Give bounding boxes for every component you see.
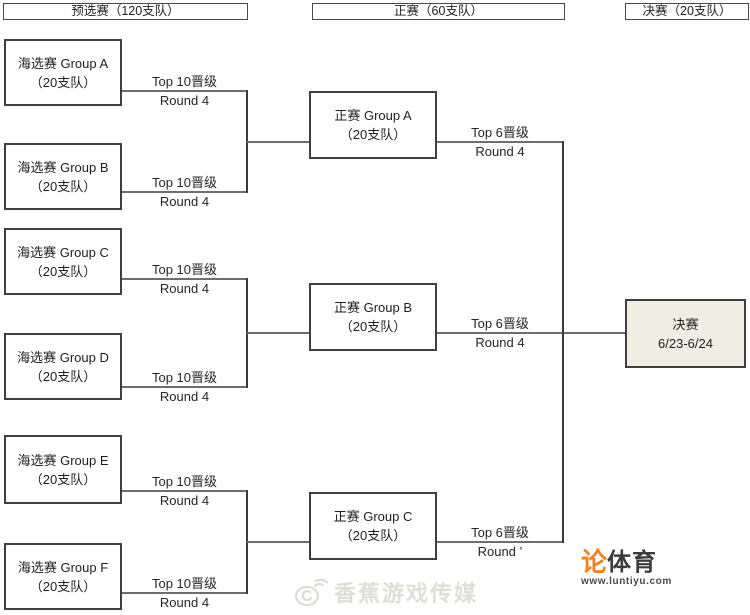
site-watermark-brand: 体育 xyxy=(607,549,658,576)
advance-round-label: Round 4 xyxy=(159,389,210,404)
advance-round-label: Round 4 xyxy=(475,335,525,350)
stage-header-final: 决赛（20支队） xyxy=(625,3,749,20)
group-name: 正赛 Group B xyxy=(333,300,413,315)
group-teams: （20支队） xyxy=(339,127,407,142)
advance-round-label: Round 4 xyxy=(159,493,210,508)
advance-label: Top 10晋级 xyxy=(151,175,218,190)
stage-header-main: 正赛（60支队） xyxy=(312,3,565,20)
pre-group-e-box: 海选赛 Group E （20支队） xyxy=(4,435,122,504)
connector-line xyxy=(247,332,309,334)
bracket-junction-line xyxy=(562,141,564,543)
advance-label: Top 6晋级 xyxy=(471,316,529,331)
main-group-b-box: 正赛 Group B （20支队） xyxy=(309,283,437,351)
advance-round-label: Round 4 xyxy=(475,144,525,159)
advance-label: Top 10晋级 xyxy=(151,474,218,489)
group-teams: （20支队） xyxy=(29,368,97,384)
advance-label: Top 6晋级 xyxy=(471,125,529,140)
pre-group-f-box: 海选赛 Group F （20支队） xyxy=(4,543,122,610)
connector-line xyxy=(247,141,309,143)
group-name: 海选赛 Group F xyxy=(17,559,109,575)
advance-label: Top 6晋级 xyxy=(471,525,529,540)
site-watermark-url: www.luntiyu.com xyxy=(581,576,672,587)
advance-label: Top 10晋级 xyxy=(151,74,218,89)
connector-line xyxy=(122,592,247,594)
connector-line xyxy=(122,386,247,388)
pre-group-b-box: 海选赛 Group B （20支队） xyxy=(4,143,122,210)
connector-line xyxy=(122,90,247,92)
group-teams: （20支队） xyxy=(339,319,407,334)
group-teams: （20支队） xyxy=(29,178,97,194)
pre-group-a-box: 海选赛 Group A （20支队） xyxy=(4,39,122,106)
connector-line xyxy=(437,541,563,543)
advance-round-label: Round 4 xyxy=(159,194,210,209)
group-name: 海选赛 Group A xyxy=(17,55,109,71)
advance-round-label: Round 4 xyxy=(159,595,210,610)
advance-round-label: Round ’ xyxy=(477,544,523,559)
pre-group-d-box: 海选赛 Group D （20支队） xyxy=(4,333,122,400)
group-name: 海选赛 Group D xyxy=(17,349,109,365)
final-match-box: 决赛 6/23-6/24 xyxy=(625,299,746,368)
connector-line xyxy=(247,541,309,543)
connector-line xyxy=(122,191,247,193)
connector-line xyxy=(437,332,625,334)
advance-round-label: Round 4 xyxy=(159,281,210,296)
advance-label: Top 10晋级 xyxy=(151,576,218,591)
final-date: 6/23-6/24 xyxy=(658,335,713,351)
site-watermark-accent: 论 xyxy=(581,547,608,577)
advance-label: Top 10晋级 xyxy=(151,370,218,385)
group-name: 正赛 Group A xyxy=(334,108,412,123)
stage-header-qualifier: 预选赛（120支队） xyxy=(3,3,248,20)
advance-label: Top 10晋级 xyxy=(151,262,218,277)
group-teams: （20支队） xyxy=(29,263,97,279)
main-group-a-box: 正赛 Group A （20支队） xyxy=(309,91,437,159)
connector-line xyxy=(437,141,563,143)
group-teams: （20支队） xyxy=(339,528,407,543)
group-name: 海选赛 Group C xyxy=(17,244,109,260)
pre-group-c-box: 海选赛 Group C （20支队） xyxy=(4,228,122,295)
site-watermark: 论 体育 www.luntiyu.com xyxy=(581,549,672,587)
center-watermark-text: 香蕉游戏传媒 xyxy=(334,581,479,606)
group-teams: （20支队） xyxy=(29,471,97,487)
connector-line xyxy=(122,490,247,492)
connector-line xyxy=(122,278,247,280)
group-name: 海选赛 Group B xyxy=(17,159,109,175)
group-teams: （20支队） xyxy=(29,578,97,594)
main-group-c-box: 正赛 Group C （20支队） xyxy=(309,492,437,560)
final-name: 决赛 xyxy=(672,316,699,332)
advance-round-label: Round 4 xyxy=(159,93,210,108)
group-name: 正赛 Group C xyxy=(333,509,413,524)
center-watermark: 香蕉游戏传媒 xyxy=(294,576,478,608)
weibo-eye-icon xyxy=(294,576,328,608)
group-teams: （20支队） xyxy=(29,74,97,90)
group-name: 海选赛 Group E xyxy=(17,452,109,468)
